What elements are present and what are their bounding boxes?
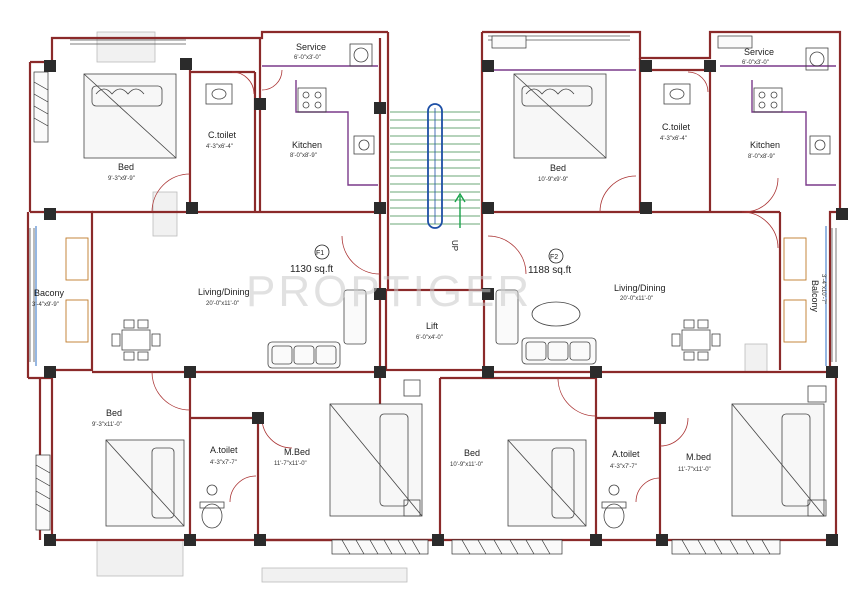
toilet-fixtures [199,83,691,529]
room-dim-bed-bottom-right: 10'-9"x11'-0" [450,462,483,468]
room-dim-living-left: 20'-0"x11'-0" [206,301,239,307]
room-dim-service-left: 6'-0"x3'-0" [294,55,321,61]
stair-handrail [427,103,443,229]
dining-table-right [671,319,721,361]
room-dim-ctoilet-right: 4'-3"x6'-4" [660,136,687,142]
unit-area-f2: 1188 sq.ft [528,265,571,276]
room-name-bed-top-left: Bed [118,162,134,172]
watermark: PROPTIGER [246,267,532,316]
sofa-left [267,289,367,369]
room-dim-bed-bottom-left: 9'-3"x11'-0" [92,422,122,428]
room-dim-balcony-right: 3'-4"x10'-7" [820,274,826,304]
room-name-ctoilet-right: C.toilet [662,122,691,132]
grilles [33,35,781,555]
room-name-living-right: Living/Dining [614,283,666,293]
unit-area-f1: 1130 sq.ft [290,264,333,275]
room-dim-service-right: 6'-0"x3'-0" [742,60,769,66]
room-name-kitchen-right: Kitchen [750,140,780,150]
master-bed-right [731,385,827,517]
room-dim-ctoilet-left: 4'-3"x6'-4" [206,144,233,150]
bed-bottom-right [507,439,587,527]
unit-tag-f1-label: F1 [316,250,324,257]
balcony-doors [65,237,807,343]
room-dim-mbed-left: 11'-7"x11'-0" [274,461,307,467]
door-swings [151,69,779,503]
room-name-kitchen-left: Kitchen [292,140,322,150]
bed-top-left [83,73,177,159]
up-arrow-icon [454,192,466,228]
room-name-bed-bottom-left: Bed [106,408,122,418]
room-dim-living-right: 20'-0"x11'-0" [620,296,653,302]
room-dim-bed-top-right: 10'-9"x9'-9" [538,177,568,183]
bed-top-right [513,73,607,159]
room-name-lift: Lift [426,321,439,331]
room-name-balcony-left: Bacony [34,288,65,298]
room-name-living-left: Living/Dining [198,287,250,297]
unit-tag-f2: F2 1188 sq.ft [528,248,571,276]
unit-tag-f1: F1 1130 sq.ft [290,244,333,275]
structural-columns [44,58,848,546]
unit-tag-f2-label: F2 [550,254,558,261]
room-name-ctoilet-left: C.toilet [208,130,237,140]
room-dim-bed-top-left: 9'-3"x9'-9" [108,176,135,182]
dining-table-left [111,319,161,361]
stair-up-label: UP [450,240,459,251]
windows [29,35,837,362]
room-dim-kitchen-right: 8'-0"x8'-9" [748,154,775,160]
master-bed-left [329,379,423,517]
room-name-atoilet-left: A.toilet [210,445,238,455]
room-name-service-right: Service [744,47,774,57]
room-name-mbed-left: M.Bed [284,447,310,457]
room-name-bed-top-right: Bed [550,163,566,173]
room-dim-atoilet-left: 4'-3"x7'-7" [210,460,237,466]
glass-panels [35,226,827,366]
room-dim-lift: 6'-0"x4'-0" [416,335,443,341]
room-name-mbed-right: M.bed [686,452,711,462]
kitchen-fixtures [297,43,831,155]
room-dim-atoilet-right: 4'-3"x7'-7" [610,464,637,470]
room-name-service-left: Service [296,42,326,52]
bed-bottom-left [105,439,185,527]
room-dim-balcony-left: 3'-4"x9'-9" [32,302,59,308]
room-name-atoilet-right: A.toilet [612,449,640,459]
room-dim-mbed-right: 11'-7"x11'-0" [678,467,711,473]
room-name-bed-bottom-right: Bed [464,448,480,458]
sofa-right [495,289,597,365]
room-dim-kitchen-left: 8'-0"x8'-9" [290,153,317,159]
room-name-balcony-right: Balcony [810,280,820,313]
